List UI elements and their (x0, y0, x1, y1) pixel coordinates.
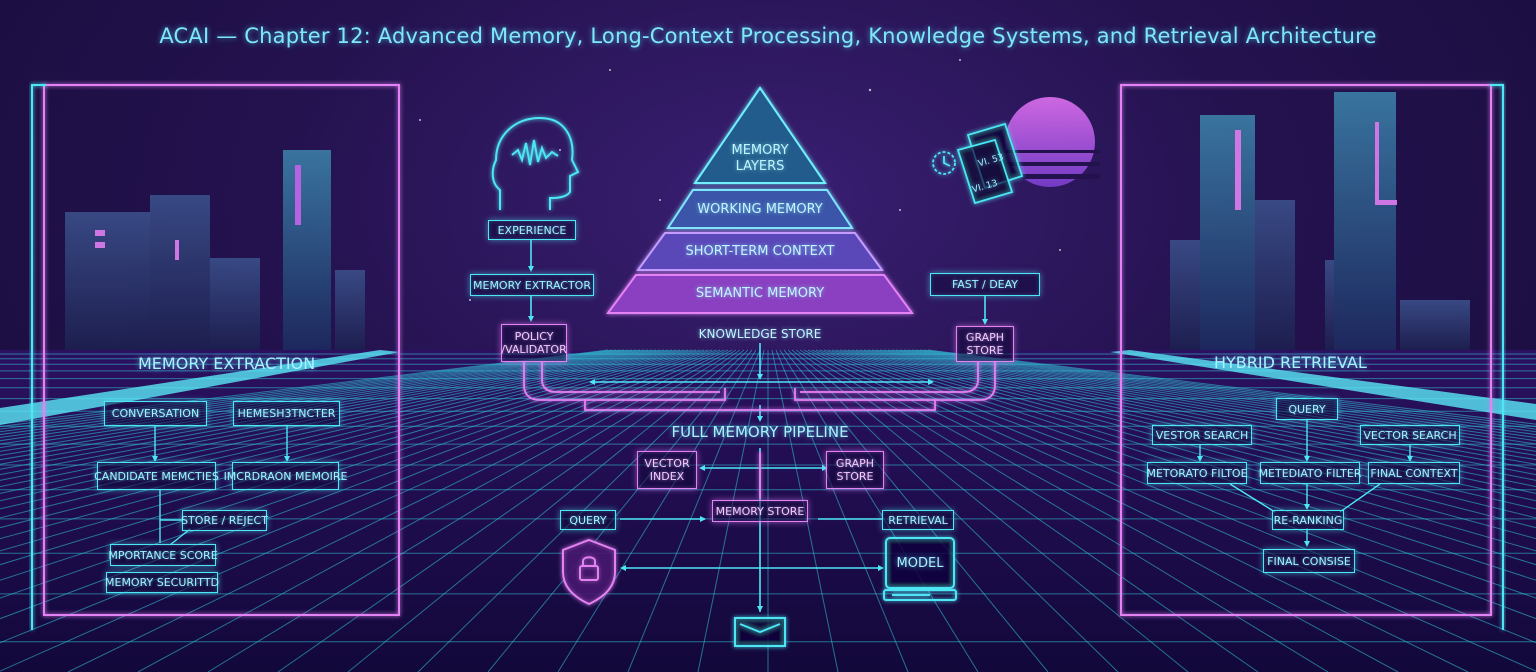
knowledge-store-label: KNOWLEDGE STORE (698, 327, 822, 341)
left-panel-frame (31, 71, 400, 630)
computer-icon (883, 537, 957, 601)
sun-graphic (1000, 97, 1100, 187)
envelope-icon (734, 617, 786, 647)
conversation-node: CONVERSATION (104, 401, 207, 426)
heuristic-node: HEMESH3TNCTER (233, 401, 340, 426)
store-reject-node: STORE / REJECT (181, 510, 268, 531)
candidate-memories-node: CANDIDATE MEMCTIES (94, 462, 219, 490)
migration-memoire-node: ІMCRDRAON MEMOIRE (224, 462, 347, 490)
shield-lock-icon (562, 538, 616, 606)
graph-store-node: GRAPH STORE (826, 451, 884, 489)
vector-search-right-node: VECTOR SEARCH (1360, 425, 1460, 445)
left-skyline (65, 150, 365, 350)
pipeline-heading: FULL MEMORY PIPELINE (671, 423, 849, 441)
vector-index-node: VECTOR INDEX (637, 451, 697, 489)
metadata-filter-center-node: METEDIATO FILTER (1259, 462, 1361, 484)
pyramid-tier-short-term: SHORT-TERM CONTEXT (685, 244, 835, 259)
head-icon (491, 116, 580, 210)
memory-store-node: MEMORY STORE (712, 500, 808, 522)
metadata-filter-left-node: METORATO FILTOE (1146, 462, 1248, 484)
experience-node: EXPERIENCE (488, 220, 576, 240)
pyramid-top-label: MEMORY LAYERS (731, 143, 789, 174)
retrieval-node: RETRIEVAL (882, 510, 954, 530)
left-panel-heading: MEMORY EXTRACTION (138, 354, 316, 373)
right-skyline (1170, 92, 1470, 350)
reranking-node: RE-RANKING (1272, 510, 1344, 530)
memory-pyramid (606, 86, 914, 314)
query-node: QUERY (560, 510, 616, 530)
graph-store-top-node: GRAPH STORE (956, 326, 1014, 362)
importance-score-node: MPORTANCE SCORE (108, 544, 218, 566)
right-panel-frame (1120, 71, 1504, 630)
pyramid-tier-working: WORKING MEMORY (697, 202, 823, 217)
memory-extractor-node: MEMORY EXTRACTOR (470, 274, 594, 296)
vector-search-left-node: VESTOR SEARCH (1152, 425, 1252, 445)
pyramid-tier-semantic: SEMANTIC MEMORY (695, 286, 825, 301)
query-right-node: QUERY (1276, 398, 1338, 420)
final-context-right-node: FINAL CONTEXT (1368, 462, 1460, 484)
right-panel-heading: HYBRID RETRIEVAL (1214, 353, 1367, 372)
final-concise-node: FINAL CONSISE (1263, 549, 1355, 573)
policy-validator-node: POLICY /VALIDATOR (501, 324, 567, 362)
fast-decay-node: FAST / DEAY (930, 273, 1040, 296)
model-label: MODEL (896, 556, 944, 571)
memory-security-node: MEMORY SECURITTD (105, 572, 219, 593)
documents-clock-icon (932, 122, 1024, 205)
page-title: ACAI — Chapter 12: Advanced Memory, Long… (159, 24, 1377, 48)
